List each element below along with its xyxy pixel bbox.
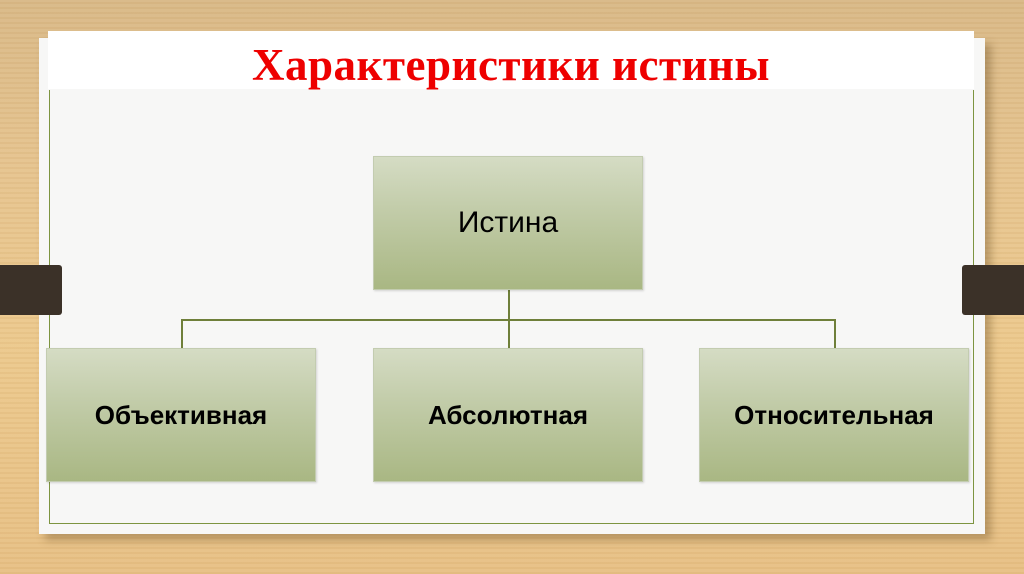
node-root: Истина <box>373 156 643 290</box>
connector-horizontal <box>181 319 835 321</box>
binder-clip-left <box>0 265 62 315</box>
connector-child-3 <box>834 319 836 348</box>
title-band <box>48 31 974 89</box>
node-child-relative: Относительная <box>699 348 969 482</box>
node-child-objective: Объективная <box>46 348 316 482</box>
binder-clip-right <box>962 265 1024 315</box>
node-label: Абсолютная <box>428 399 588 430</box>
node-label: Относительная <box>734 399 934 430</box>
node-label: Объективная <box>94 399 268 430</box>
slide-title: Характеристики истины <box>251 40 771 90</box>
node-child-absolute: Абсолютная <box>373 348 643 482</box>
node-root-label: Истина <box>457 206 559 239</box>
connector-child-1 <box>181 319 183 348</box>
